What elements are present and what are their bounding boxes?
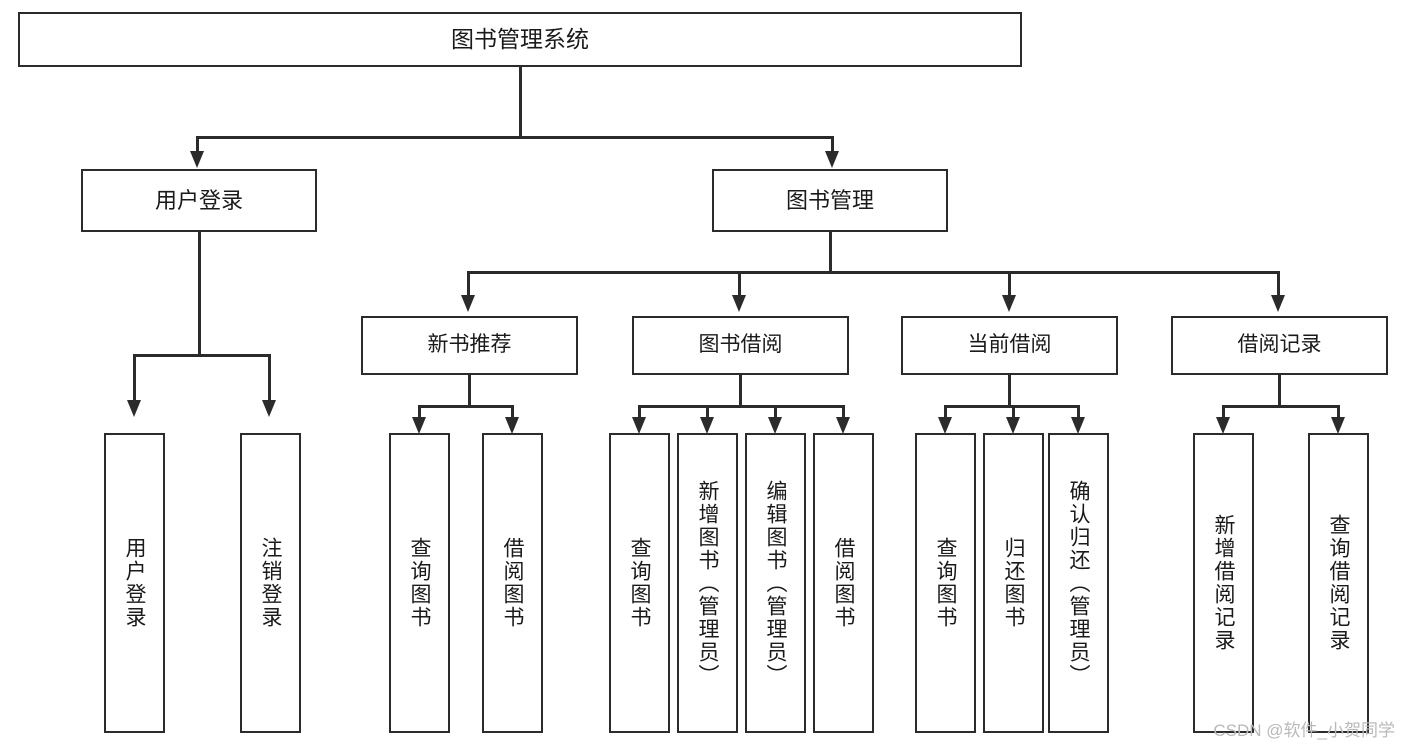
connector-book-borrow-drop-2	[706, 405, 709, 421]
leaf-add-book-admin[interactable]: 新增图书（管理员）	[677, 433, 738, 733]
connector-user-login-stem	[198, 232, 201, 356]
watermark-text: CSDN @软件_小贺同学	[1213, 721, 1395, 740]
node-user-login[interactable]: 用户登录	[81, 169, 317, 232]
leaf-query-book-borrow[interactable]: 查询图书	[609, 433, 670, 733]
arrow-to-query-book-2	[632, 417, 646, 434]
connector-level2-drop-4	[1277, 271, 1280, 299]
arrow-to-user-login	[190, 151, 204, 168]
arrow-to-user-login-leaf	[127, 400, 141, 417]
arrow-to-book-manage	[825, 151, 839, 168]
connector-current-borrow-bus	[944, 405, 1079, 408]
node-current-borrow[interactable]: 当前借阅	[901, 316, 1118, 375]
connector-borrow-record-bus	[1222, 405, 1339, 408]
leaf-label: 编辑图书（管理员）	[764, 479, 787, 687]
leaf-edit-book-admin[interactable]: 编辑图书（管理员）	[745, 433, 806, 733]
leaf-logout[interactable]: 注销登录	[240, 433, 301, 733]
connector-borrow-record-stem	[1278, 375, 1281, 407]
arrow-to-edit-book	[768, 417, 782, 434]
connector-level2-drop-1	[467, 271, 470, 299]
arrow-to-current-borrow	[1002, 295, 1016, 312]
node-new-book-recommend[interactable]: 新书推荐	[361, 316, 578, 375]
leaf-borrow-book-newbook[interactable]: 借阅图书	[482, 433, 543, 733]
connector-level1-bus	[196, 136, 833, 139]
connector-new-book-drop-2	[511, 405, 514, 421]
connector-root-stem	[519, 67, 522, 138]
leaf-label: 归还图书	[1002, 537, 1025, 629]
arrow-to-query-book-3	[938, 417, 952, 434]
connector-level2-drop-2	[738, 271, 741, 299]
connector-book-borrow-drop-3	[774, 405, 777, 421]
connector-current-borrow-drop-2	[1012, 405, 1015, 421]
arrow-to-borrow-record	[1271, 295, 1285, 312]
leaf-label: 查询图书	[628, 537, 651, 629]
leaf-label: 确认归还（管理员）	[1067, 479, 1090, 687]
connector-current-borrow-stem	[1008, 375, 1011, 407]
connector-current-borrow-drop-1	[944, 405, 947, 421]
connector-level2-drop-3	[1008, 271, 1011, 299]
connector-book-borrow-drop-4	[842, 405, 845, 421]
node-book-manage[interactable]: 图书管理	[712, 169, 948, 232]
connector-level1-drop-book	[831, 136, 834, 155]
arrow-to-query-record	[1331, 417, 1345, 434]
node-borrow-record[interactable]: 借阅记录	[1171, 316, 1388, 375]
connector-level1-drop-user	[196, 136, 199, 155]
leaf-label: 借阅图书	[501, 537, 524, 629]
leaf-label: 用户登录	[123, 537, 146, 629]
arrow-to-add-record	[1216, 417, 1230, 434]
connector-book-manage-stem	[829, 232, 832, 273]
leaf-label: 查询图书	[408, 537, 431, 629]
leaf-label: 查询图书	[934, 537, 957, 629]
arrow-to-book-borrow	[732, 295, 746, 312]
connector-user-login-drop-2	[268, 354, 271, 404]
connector-level2-bus	[467, 271, 1280, 274]
node-book-borrow[interactable]: 图书借阅	[632, 316, 849, 375]
leaf-query-book-current[interactable]: 查询图书	[915, 433, 976, 733]
leaf-label: 查询借阅记录	[1327, 514, 1350, 652]
connector-current-borrow-drop-3	[1077, 405, 1080, 421]
leaf-borrow-book-borrow[interactable]: 借阅图书	[813, 433, 874, 733]
connector-new-book-bus	[418, 405, 513, 408]
arrow-to-add-book	[700, 417, 714, 434]
leaf-label: 借阅图书	[832, 537, 855, 629]
connector-new-book-stem	[468, 375, 471, 407]
connector-book-borrow-drop-1	[638, 405, 641, 421]
arrow-to-return-book	[1006, 417, 1020, 434]
leaf-label: 新增图书（管理员）	[696, 479, 719, 687]
connector-book-borrow-bus	[638, 405, 844, 408]
connector-user-login-drop-1	[133, 354, 136, 404]
leaf-query-borrow-record[interactable]: 查询借阅记录	[1308, 433, 1369, 733]
arrow-to-confirm-return	[1071, 417, 1085, 434]
leaf-add-borrow-record[interactable]: 新增借阅记录	[1193, 433, 1254, 733]
leaf-confirm-return-admin[interactable]: 确认归还（管理员）	[1048, 433, 1109, 733]
leaf-label: 新增借阅记录	[1212, 514, 1235, 652]
arrow-to-borrow-book-2	[836, 417, 850, 434]
leaf-user-login[interactable]: 用户登录	[104, 433, 165, 733]
connector-book-borrow-stem	[739, 375, 742, 407]
arrow-to-logout-leaf	[262, 400, 276, 417]
leaf-label: 注销登录	[259, 537, 282, 629]
arrow-to-new-book	[461, 295, 475, 312]
leaf-query-book-newbook[interactable]: 查询图书	[389, 433, 450, 733]
leaf-return-book[interactable]: 归还图书	[983, 433, 1044, 733]
arrow-to-borrow-book-1	[505, 417, 519, 434]
connector-borrow-record-drop-2	[1337, 405, 1340, 421]
connector-user-login-bus	[133, 354, 270, 357]
connector-borrow-record-drop-1	[1222, 405, 1225, 421]
arrow-to-query-book-1	[412, 417, 426, 434]
node-root-system[interactable]: 图书管理系统	[18, 12, 1022, 67]
connector-new-book-drop-1	[418, 405, 421, 421]
